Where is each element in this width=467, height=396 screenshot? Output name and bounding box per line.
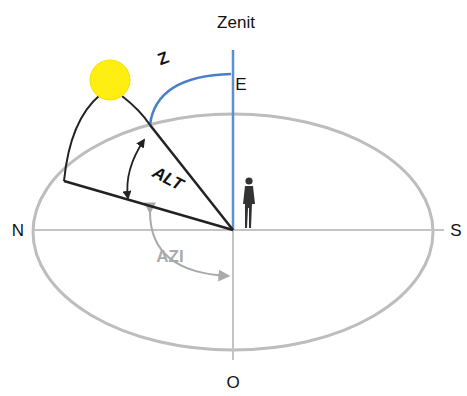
altitude-label: ALT	[150, 163, 186, 193]
azimuth-arc	[150, 212, 228, 276]
sun	[90, 60, 130, 100]
direction-label: N	[12, 222, 24, 239]
sight-line	[150, 125, 233, 230]
zenith-label: Zenit	[217, 14, 255, 31]
zenith-line	[232, 50, 235, 230]
azimuth-label: AZI	[156, 248, 183, 265]
vertical-circle-arc	[64, 95, 100, 181]
observer-figure	[243, 177, 255, 228]
direction-label: E	[235, 76, 246, 93]
sun-arc	[122, 96, 150, 125]
altitude-arc	[127, 140, 144, 198]
zenith-angle-arc	[150, 74, 231, 125]
zenith-angle-label: Z	[155, 48, 171, 68]
east-west-axis	[232, 230, 234, 360]
north-south-axis	[34, 229, 444, 231]
direction-label: O	[226, 374, 239, 391]
azimuth-line	[64, 181, 233, 230]
direction-label: S	[450, 222, 461, 239]
